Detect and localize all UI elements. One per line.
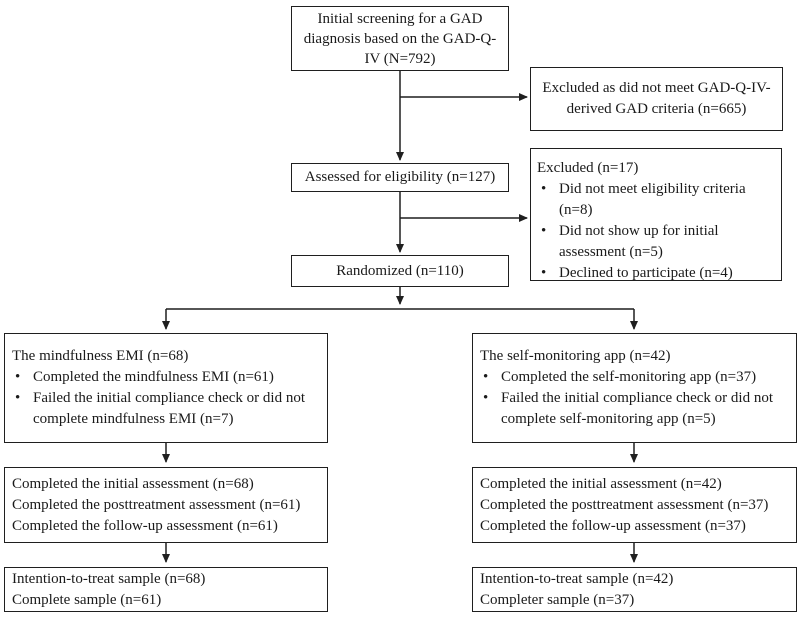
text-line: Complete sample (n=61)	[12, 592, 162, 608]
text-line: Completed the posttreatment assessment (…	[480, 497, 769, 513]
text-line: derived GAD criteria (n=665)	[566, 101, 747, 117]
text-line: IV (N=792)	[364, 51, 436, 67]
bullet-item: • Declined to participate (n=4)	[531, 263, 781, 281]
bullet-icon: •	[483, 390, 489, 406]
box-title: The self-monitoring app (n=42)	[480, 348, 671, 364]
box-excluded-eligibility: Excluded (n=17) • Did not meet eligibili…	[530, 148, 782, 281]
box-randomized: Randomized (n=110)	[291, 255, 509, 287]
bullet-text: Failed the initial compliance check or d…	[33, 390, 305, 427]
text-line: diagnosis based on the GAD-Q-	[303, 31, 497, 47]
box-title: Excluded (n=17)	[537, 160, 639, 176]
text-line: Initial screening for a GAD	[317, 11, 483, 27]
bullet-item: • Failed the initial compliance check or…	[5, 388, 327, 430]
text-line: Completer sample (n=37)	[480, 592, 635, 608]
text-line: Intention-to-treat sample (n=68)	[12, 571, 206, 587]
text-line: Intention-to-treat sample (n=42)	[480, 571, 674, 587]
bullet-icon: •	[541, 181, 547, 197]
box-mindfulness-samples: Intention-to-treat sample (n=68) Complet…	[4, 567, 328, 612]
text-line: Completed the posttreatment assessment (…	[12, 497, 301, 513]
bullet-item: • Completed the self-monitoring app (n=3…	[473, 367, 796, 388]
bullet-item: • Did not show up for initial assessment…	[531, 221, 781, 263]
text-line: Assessed for eligibility (n=127)	[304, 169, 496, 185]
bullet-item: • Completed the mindfulness EMI (n=61)	[5, 367, 327, 388]
box-mindfulness-arm: The mindfulness EMI (n=68) • Completed t…	[4, 333, 328, 443]
bullet-text: Completed the mindfulness EMI (n=61)	[33, 369, 274, 385]
text-line: Completed the initial assessment (n=68)	[12, 476, 254, 492]
bullet-icon: •	[15, 390, 21, 406]
text-line: Completed the follow-up assessment (n=61…	[12, 518, 278, 534]
text-line: Completed the initial assessment (n=42)	[480, 476, 722, 492]
text-line: Completed the follow-up assessment (n=37…	[480, 518, 746, 534]
bullet-item: • Failed the initial compliance check or…	[473, 388, 796, 430]
text-line: Excluded as did not meet GAD-Q-IV-	[542, 80, 771, 96]
bullet-text: Failed the initial compliance check or d…	[501, 390, 773, 427]
bullet-item: • Did not meet eligibility criteria (n=8…	[531, 179, 781, 221]
text-line: Randomized (n=110)	[336, 262, 464, 279]
bullet-icon: •	[483, 369, 489, 385]
bullet-icon: •	[541, 265, 547, 281]
bullet-icon: •	[15, 369, 21, 385]
bullet-text: Completed the self-monitoring app (n=37)	[501, 369, 757, 385]
box-selfmonitoring-samples: Intention-to-treat sample (n=42) Complet…	[472, 567, 797, 612]
bullet-text: Did not meet eligibility criteria (n=8)	[559, 181, 746, 218]
bullet-icon: •	[541, 223, 547, 239]
box-selfmonitoring-arm: The self-monitoring app (n=42) • Complet…	[472, 333, 797, 443]
box-initial-screening: Initial screening for a GAD diagnosis ba…	[291, 6, 509, 71]
bullet-text: Declined to participate (n=4)	[559, 265, 733, 281]
box-selfmonitoring-assessments: Completed the initial assessment (n=42) …	[472, 467, 797, 543]
box-assessed-eligibility: Assessed for eligibility (n=127)	[291, 163, 509, 192]
bullet-text: Did not show up for initial assessment (…	[559, 223, 719, 260]
box-excluded-gadqiv: Excluded as did not meet GAD-Q-IV- deriv…	[530, 67, 783, 131]
box-mindfulness-assessments: Completed the initial assessment (n=68) …	[4, 467, 328, 543]
box-title: The mindfulness EMI (n=68)	[12, 348, 189, 364]
